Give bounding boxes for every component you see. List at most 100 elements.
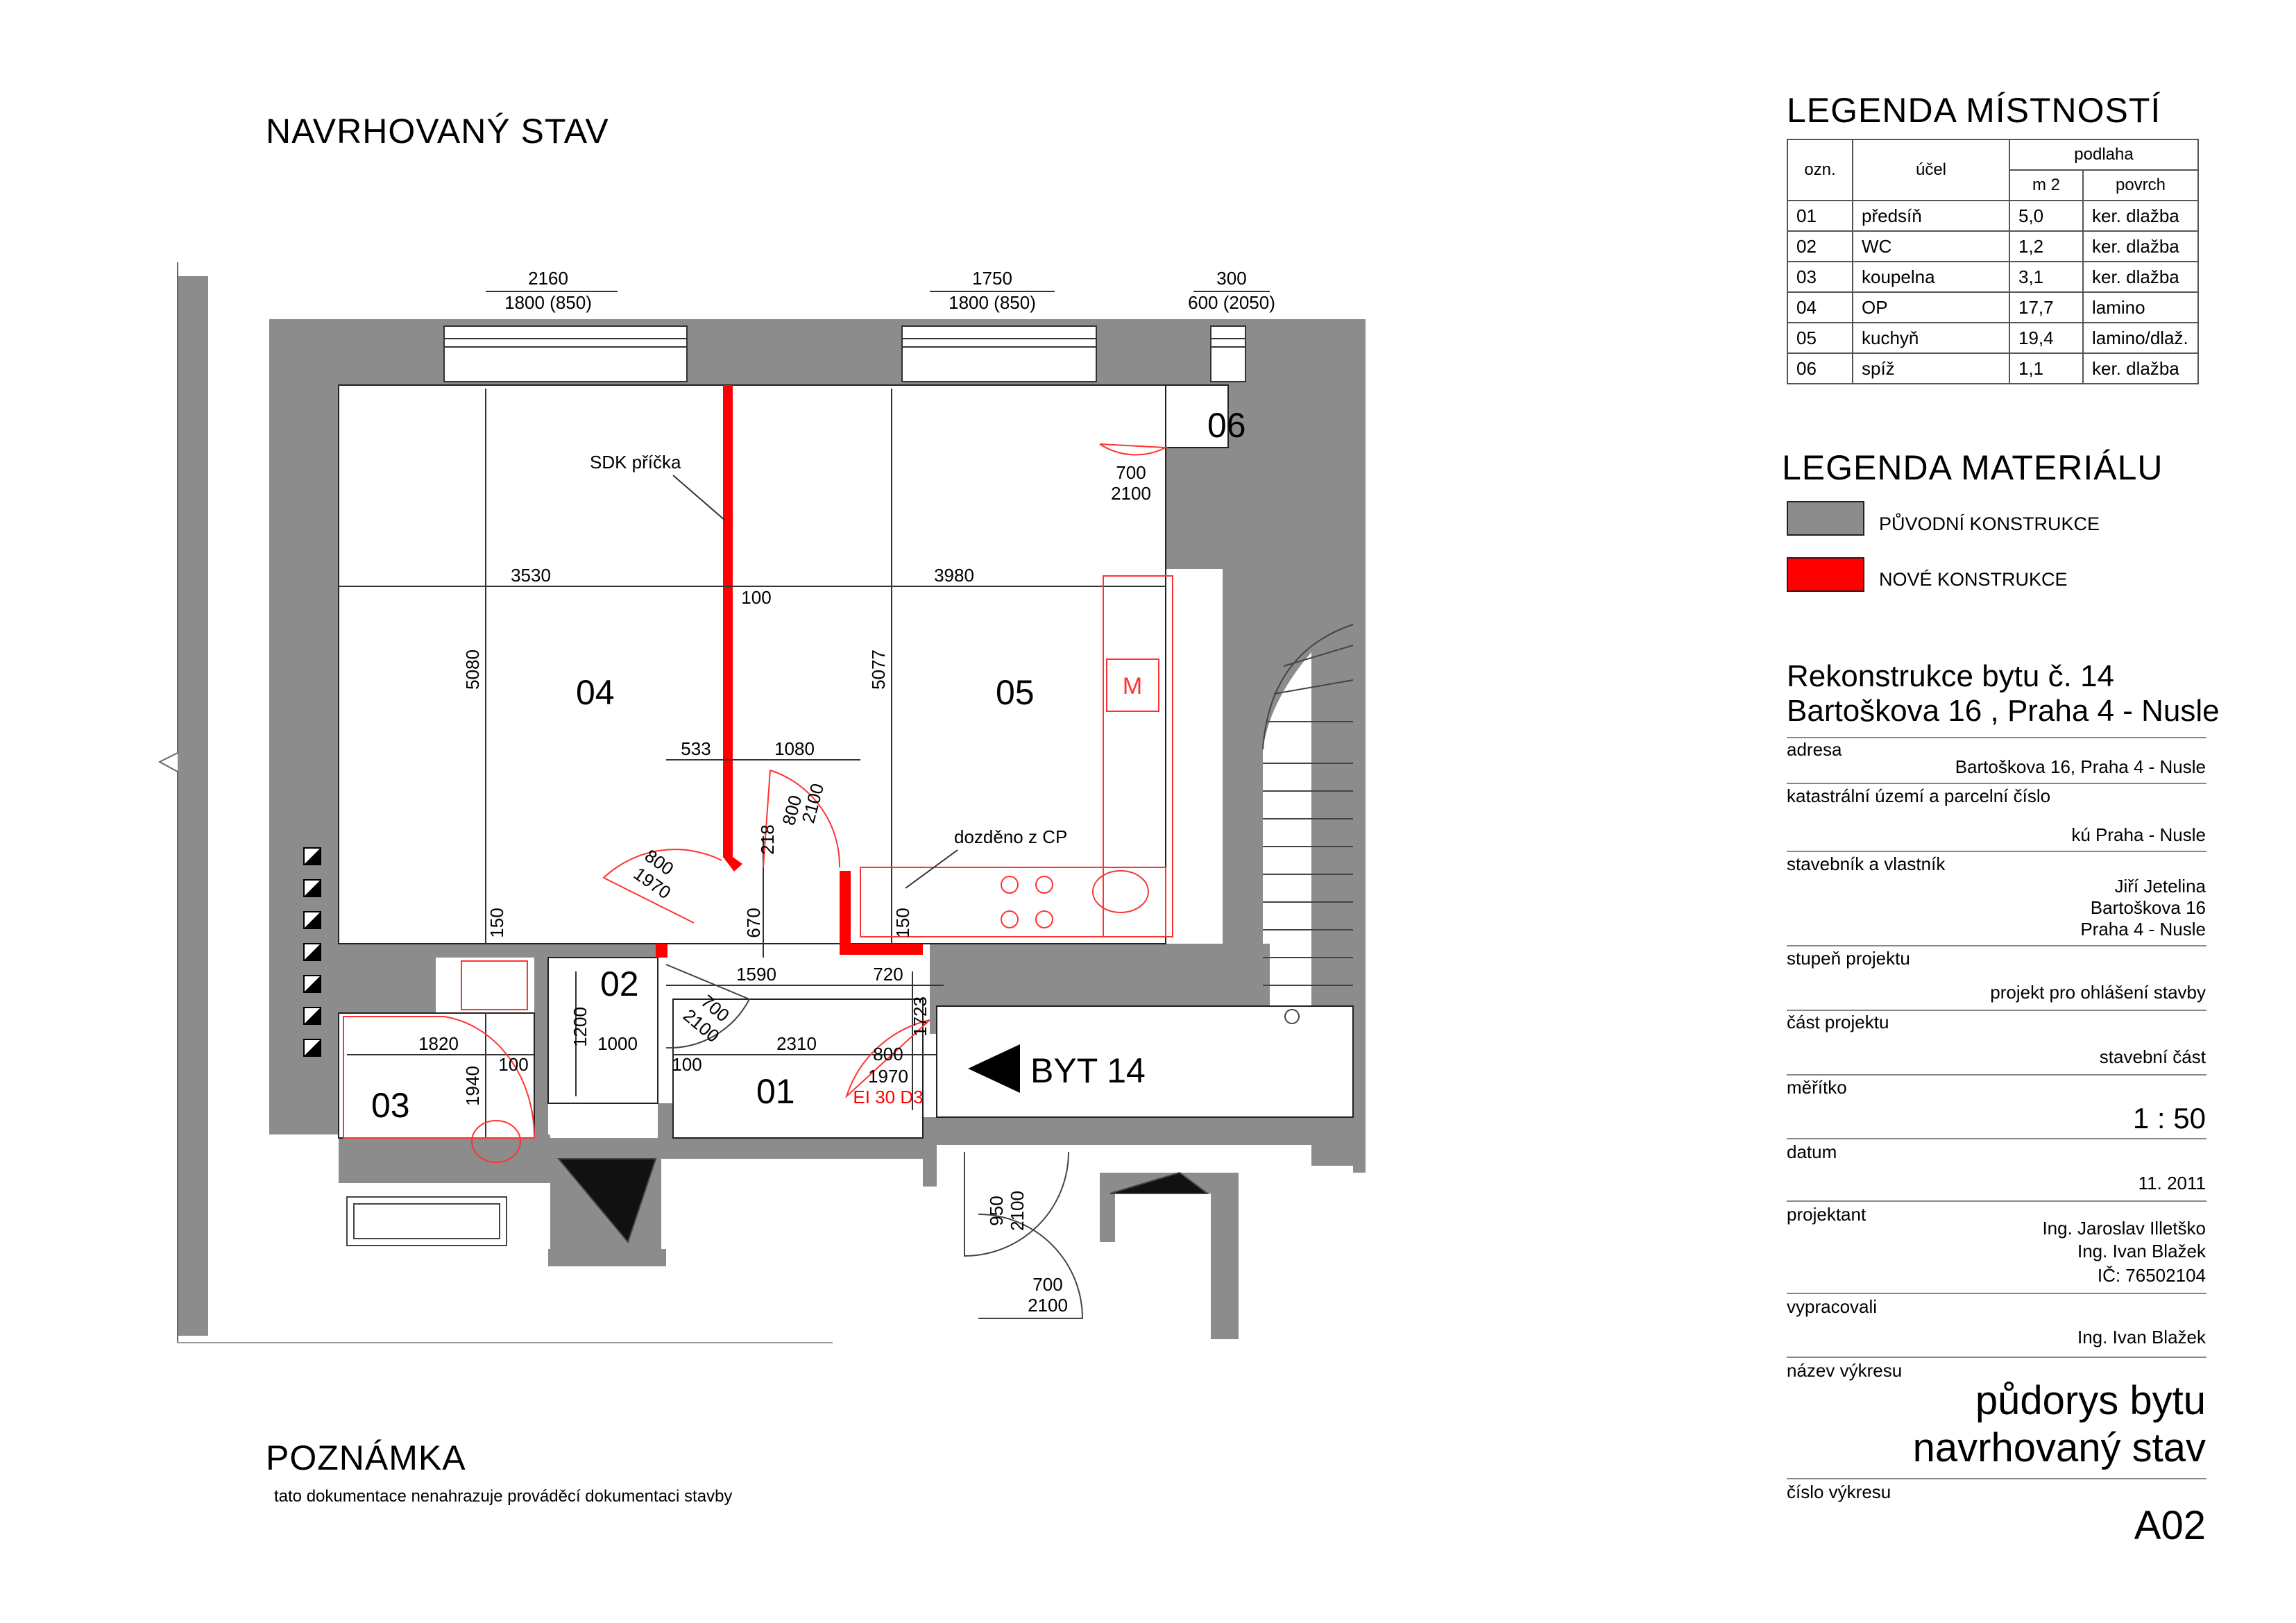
dim-1000: 1000 (597, 1033, 638, 1054)
dim-5080: 5080 (462, 649, 483, 690)
drawing-name: půdorys bytu navrhovaný stav (1913, 1377, 2206, 1472)
dim-218: 218 (757, 824, 778, 854)
dim-670: 670 (743, 908, 764, 937)
cell-code: 02 (1787, 230, 1853, 262)
prepared-value: Ing. Ivan Blažek (2077, 1327, 2206, 1348)
material-legend-title: LEGENDA MATERIÁLU (1782, 448, 2163, 487)
cell-purpose: WC (1852, 230, 2010, 262)
divider (1787, 851, 2206, 852)
cell-purpose: OP (1852, 291, 2010, 323)
material-original-label: PŮVODNÍ KONSTRUKCE (1879, 513, 2100, 534)
divider (1787, 1200, 2206, 1202)
cell-code: 05 (1787, 322, 1853, 354)
cell-area: 1,1 (2009, 352, 2084, 384)
designer-line2: Ing. Ivan Blažek (2077, 1241, 2206, 1261)
part-value: stavební část (2099, 1046, 2206, 1067)
room-01-label: 01 (756, 1072, 795, 1111)
note-partition: SDK příčka (590, 452, 681, 473)
window-2-opening: 1800 (850) (949, 292, 1036, 313)
room-05-label: 05 (996, 673, 1035, 712)
col-purpose-header: účel (1852, 139, 2010, 201)
cell-area: 17,7 (2009, 291, 2084, 323)
divider (1787, 737, 2206, 738)
prepared-label: vypracovali (1787, 1296, 1878, 1317)
apartment-label: BYT 14 (1030, 1051, 1146, 1090)
dim-1080: 1080 (774, 738, 815, 759)
owner-label: stavebník a vlastník (1787, 853, 1946, 874)
room-02-label: 02 (600, 965, 639, 1003)
door-bottom-height: 2100 (1028, 1295, 1068, 1316)
cell-purpose: koupelna (1852, 261, 2010, 293)
designer-line3: IČ: 76502104 (2097, 1265, 2206, 1286)
vent-markers (303, 847, 321, 1057)
cell-purpose: předsíň (1852, 200, 2010, 232)
cell-code: 04 (1787, 291, 1853, 323)
door-bottom-width: 700 (1032, 1274, 1062, 1295)
plan-title: NAVRHOVANÝ STAV (266, 112, 609, 151)
door-entry-height: 1970 (868, 1066, 908, 1087)
stage-value: projekt pro ohlášení stavby (1990, 982, 2206, 1003)
cell-purpose: kuchyň (1852, 322, 2010, 354)
address-value: Bartoškova 16, Praha 4 - Nusle (1955, 756, 2206, 777)
door-lower-height: 2100 (1007, 1191, 1028, 1231)
divider (1787, 1074, 2206, 1076)
swatch-new (1787, 557, 1864, 592)
divider (1787, 1138, 2206, 1139)
door-06-height: 2100 (1111, 483, 1151, 504)
table-row: 06 spíž 1,1 ker. dlažba (1787, 352, 2199, 384)
dim-3530: 3530 (511, 565, 551, 586)
cell-surface: lamino (2082, 291, 2199, 323)
cell-surface: ker. dlažba (2082, 230, 2199, 262)
drawing-number: A02 (2134, 1503, 2206, 1548)
window-1-opening: 1800 (850) (504, 292, 592, 313)
stage-label: stupeň projektu (1787, 948, 1910, 969)
drawing-name-line2: navrhovaný stav (1912, 1425, 2206, 1470)
entrance-arrow-icon (968, 1044, 1020, 1093)
cell-code: 06 (1787, 352, 1853, 384)
dim-100-hall: 100 (672, 1054, 701, 1075)
divider (1787, 1010, 2206, 1011)
microwave-mark: M (1123, 673, 1142, 699)
staircase (1262, 624, 1354, 1024)
window-3-opening: 600 (2050) (1188, 292, 1275, 313)
black-door-swings (346, 964, 1209, 1319)
part-label: část projektu (1787, 1012, 1889, 1033)
col-floor-header: podlaha (2009, 139, 2199, 171)
door-lower-width: 950 (986, 1196, 1007, 1225)
note-masonry: dozděno z CP (954, 826, 1067, 847)
drawing-name-line1: půdorys bytu (1975, 1378, 2206, 1423)
dim-3980: 3980 (934, 565, 974, 586)
dim-1723: 1723 (910, 996, 930, 1037)
dim-2310: 2310 (776, 1033, 817, 1054)
address-label: adresa (1787, 739, 1842, 760)
cell-area: 3,1 (2009, 261, 2084, 293)
scale-label: měřítko (1787, 1077, 1847, 1098)
divider (1787, 945, 2206, 946)
divider (1787, 783, 2206, 784)
cell-purpose: spíž (1852, 352, 2010, 384)
dim-100-bath: 100 (498, 1054, 528, 1075)
project-title-line1: Rekonstrukce bytu č. 14 (1787, 659, 2115, 693)
col-area-header: m 2 (2009, 169, 2084, 201)
room-06-label: 06 (1207, 406, 1246, 445)
window-1-width: 2160 (528, 268, 568, 289)
new-walls (656, 385, 923, 958)
room-legend-table: ozn. účel podlaha m 2 povrch 01 předsíň … (1787, 139, 2199, 384)
room-legend-title: LEGENDA MÍSTNOSTÍ (1787, 91, 2161, 130)
room-04-label: 04 (576, 673, 615, 712)
room-03-label: 03 (371, 1086, 410, 1125)
table-row: 05 kuchyň 19,4 lamino/dlaž. (1787, 322, 2199, 354)
table-row: 02 WC 1,2 ker. dlažba (1787, 230, 2199, 262)
divider (1787, 1357, 2206, 1358)
cell-surface: lamino/dlaž. (2082, 322, 2199, 354)
dim-720: 720 (873, 964, 903, 985)
divider (1787, 1293, 2206, 1294)
window-2-width: 1750 (972, 268, 1012, 289)
cell-surface: ker. dlažba (2082, 261, 2199, 293)
window-3-width: 300 (1216, 268, 1246, 289)
divider (1787, 1478, 2206, 1479)
owner-line3: Praha 4 - Nusle (2080, 919, 2206, 940)
floor-plan: 04 05 06 02 03 01 BYT 14 2160 1800 (850)… (158, 262, 1366, 1343)
project-title: Rekonstrukce bytu č. 14 Bartoškova 16 , … (1787, 659, 2220, 729)
room-outlines (338, 384, 1354, 1139)
